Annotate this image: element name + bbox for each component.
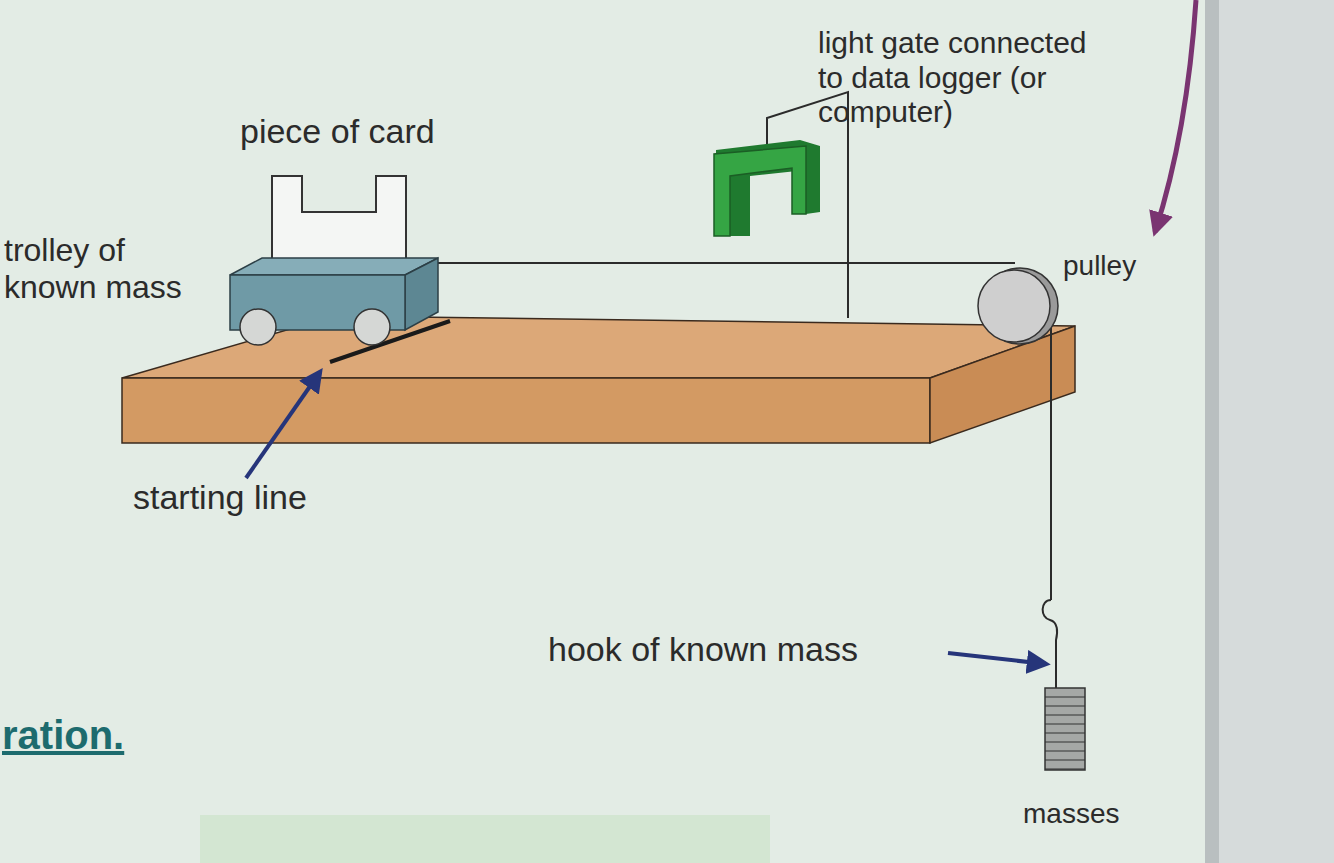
callout-label: pulley <box>1063 250 1136 282</box>
mass-line <box>1045 741 1085 742</box>
callout-label: masses <box>1023 798 1119 830</box>
mass-line <box>1045 723 1085 724</box>
bench-front <box>122 378 930 443</box>
heading-fragment: ration. <box>2 712 124 758</box>
mass-line <box>1045 696 1085 697</box>
light-gate <box>714 146 806 236</box>
mass-line <box>1045 714 1085 715</box>
mass-line <box>1045 705 1085 706</box>
callout-label: hook of known mass <box>548 630 858 669</box>
leader-arrow <box>246 372 320 478</box>
string <box>438 262 1015 264</box>
page-edge <box>1205 0 1334 863</box>
trolley-top <box>230 258 438 275</box>
leader-arrow <box>948 653 1046 664</box>
trolley-side <box>405 258 438 330</box>
mass-divisions <box>1045 697 1085 769</box>
page-arrow <box>1155 0 1196 232</box>
mass-line <box>1045 768 1085 769</box>
callout-label: trolley of known mass <box>4 232 209 306</box>
masses-stack <box>1045 688 1085 770</box>
page-gutter <box>1205 0 1219 863</box>
string-vertical <box>1050 300 1052 600</box>
trolley-wheel <box>240 309 276 345</box>
trolley-wheel <box>354 309 390 345</box>
card <box>272 176 406 264</box>
callout-label: starting line <box>133 478 307 517</box>
mass-line <box>1045 750 1085 751</box>
mass-line <box>1045 732 1085 733</box>
pulley-wheel <box>978 270 1050 342</box>
hook <box>1043 600 1057 688</box>
info-box <box>200 815 770 863</box>
bench-side <box>930 326 1075 443</box>
mass-line <box>1045 759 1085 760</box>
callout-label: piece of card <box>240 112 435 151</box>
callout-label: light gate connected to data logger (or … <box>818 26 1118 130</box>
